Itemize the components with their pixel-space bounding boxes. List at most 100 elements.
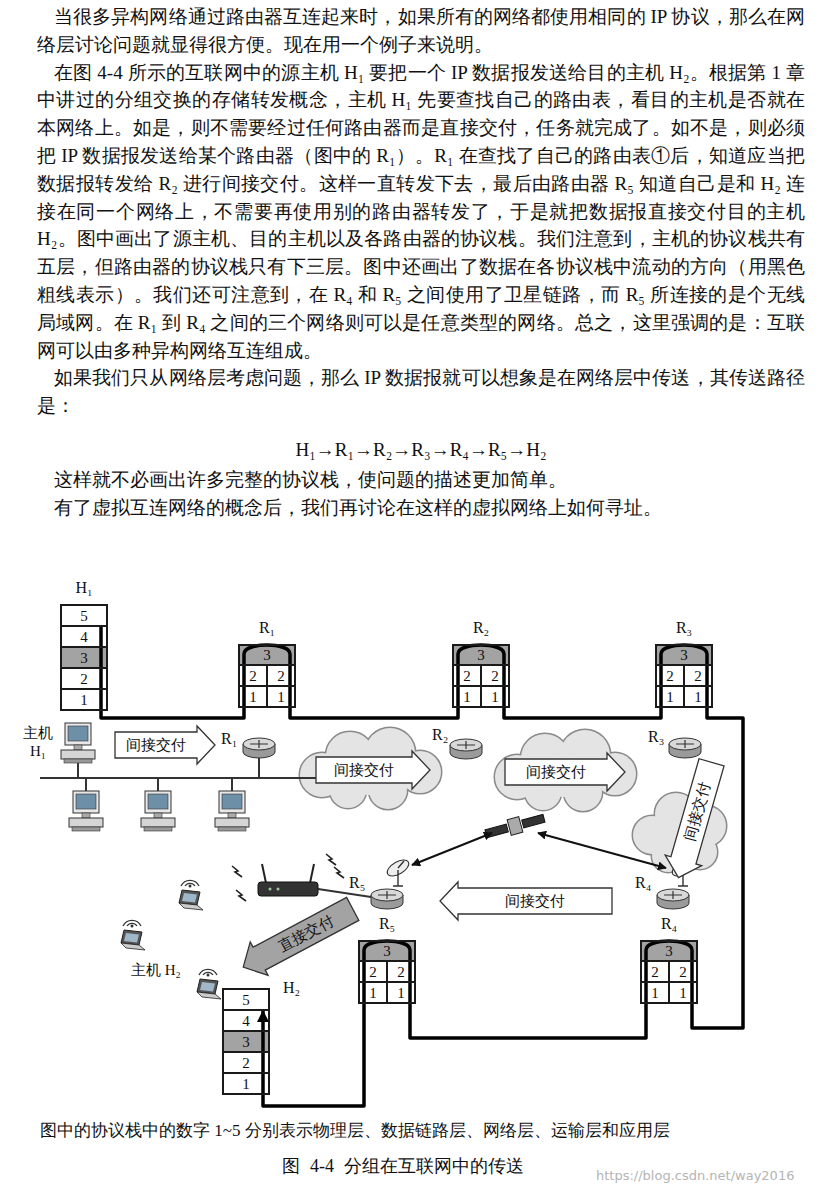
layer-number: 3 <box>80 650 88 666</box>
layer-cell: 1 <box>641 982 669 1003</box>
stack-label: R₃ <box>636 619 732 637</box>
satellite-link <box>412 833 492 865</box>
indirect-delivery-arrow: 间接交付 <box>316 751 430 789</box>
body-paragraph: 在图 4-4 所示的互联网中的源主机 H₁ 要把一个 IP 数据报发送给目的主机… <box>37 59 805 365</box>
wireless-access-point <box>310 864 314 883</box>
cloud-network <box>300 728 726 872</box>
layer-number: 2 <box>397 964 405 980</box>
wireless-signal <box>232 854 344 901</box>
wireless-access-point <box>277 888 280 891</box>
layer-number: 1 <box>651 985 659 1001</box>
router-icon <box>669 738 701 758</box>
body-paragraph: 有了虚拟互连网络的概念后，我们再讨论在这样的虚拟网络上如何寻址。 <box>37 494 805 522</box>
router-icon <box>371 889 403 909</box>
stack-label: R₂ <box>433 619 529 637</box>
arrow-label: 间接交付 <box>334 761 394 779</box>
layer-cell: 1 <box>239 686 267 707</box>
layer-cell: 2 <box>267 665 295 686</box>
data-flow-line <box>290 708 458 718</box>
layer-cell: 2 <box>387 961 415 982</box>
data-flow-line <box>410 1004 646 1038</box>
layer-number: 5 <box>242 992 250 1008</box>
body-paragraph: 这样就不必画出许多完整的协议栈，使问题的描述更加简单。 <box>37 466 805 494</box>
computer-icon <box>61 723 95 763</box>
layer-number: 1 <box>249 689 257 705</box>
indirect-delivery-arrow: 间接交付 <box>505 753 625 791</box>
layer-cell: 2 <box>223 1052 269 1073</box>
layer-cell: 1 <box>656 686 684 707</box>
laptop-icon <box>197 979 221 999</box>
network-layer-cell: 3 <box>641 941 697 961</box>
layer-cell: 2 <box>684 665 712 686</box>
layer-number: 4 <box>80 629 88 645</box>
network-layer-cell: 3 <box>359 941 415 961</box>
layer-number: 3 <box>477 647 485 663</box>
layer-number: 1 <box>666 689 674 705</box>
satellite-icon <box>484 811 546 842</box>
direct-delivery-arrow: 直接交付 <box>234 892 361 984</box>
layer-cell: 2 <box>453 665 481 686</box>
router-icon <box>450 739 482 759</box>
figure-caption: 图 4-4 分组在互联网中的传送 <box>0 1156 806 1178</box>
network-layer-cell: 3 <box>223 1031 269 1052</box>
router-icon <box>657 889 689 909</box>
satellite-dish <box>385 857 412 886</box>
satellite-icon <box>485 824 508 837</box>
stack-label: H₂ <box>283 979 300 997</box>
arrow-label: 间接交付 <box>126 736 186 754</box>
wireless-signal <box>232 866 242 877</box>
wireless-signal <box>326 854 336 865</box>
layer-number: 3 <box>383 943 391 959</box>
layer-number: 2 <box>491 668 499 684</box>
layer-number: 2 <box>242 1055 250 1071</box>
satellite-link <box>412 833 666 868</box>
arrow-shape <box>234 892 361 984</box>
layer-cell: 4 <box>223 1010 269 1031</box>
arrow-shape <box>660 757 730 883</box>
lan-bus <box>77 763 79 778</box>
watermark: https://blog.csdn.net/way2016 <box>596 1168 794 1184</box>
layer-number: 2 <box>666 668 674 684</box>
laptop-icon <box>181 880 199 887</box>
wireless-access-point <box>258 864 371 897</box>
layer-number: 1 <box>463 689 471 705</box>
layer-number: 3 <box>263 647 271 663</box>
layer-number: 1 <box>80 692 88 708</box>
layer-cell: 2 <box>359 961 387 982</box>
layer-number: 1 <box>679 985 687 1001</box>
lan-bus <box>258 758 260 778</box>
layer-number: 4 <box>242 1013 250 1029</box>
computer-icon <box>61 723 249 831</box>
body-paragraph: 当很多异构网络通过路由器互连起来时，如果所有的网络都使用相同的 IP 协议，那么… <box>37 3 805 59</box>
layer-cell: 2 <box>656 665 684 686</box>
arrow-shape <box>440 882 612 920</box>
layer-cell: 1 <box>359 982 387 1003</box>
lan-bus <box>231 778 233 791</box>
host-label: 主机 H₂ <box>131 961 181 979</box>
network-layer-cell: 3 <box>61 647 107 668</box>
router-label: R₃ <box>648 727 664 746</box>
satellite-icon <box>522 814 545 827</box>
body-paragraph: 如果我们只从网络层考虑问题，那么 IP 数据报就可以想象是在网络层中传送，其传送… <box>37 364 805 420</box>
wireless-signal <box>334 867 344 878</box>
layer-cell: 1 <box>267 686 295 707</box>
stack-label: R₅ <box>339 915 435 933</box>
satellite-icon <box>507 817 523 836</box>
laptop-icon <box>121 930 145 950</box>
layer-number: 2 <box>694 668 702 684</box>
laptop-icon <box>123 920 141 927</box>
stack-label: R₄ <box>621 915 717 933</box>
data-flow-line <box>101 626 244 718</box>
layer-cell: 1 <box>223 1073 269 1094</box>
layer-number: 3 <box>242 1034 250 1050</box>
lan-bus <box>85 778 87 791</box>
router-label: R₂ <box>432 725 448 744</box>
layer-number: 1 <box>277 689 285 705</box>
protocol-stack: R₃32211 <box>655 644 713 708</box>
body-text: 当很多异构网络通过路由器互连起来时，如果所有的网络都使用相同的 IP 协议，那么… <box>37 3 805 521</box>
protocol-stack: R₄32211 <box>640 940 698 1004</box>
layer-number: 5 <box>80 608 88 624</box>
layer-number: 1 <box>397 985 405 1001</box>
layer-cell: 1 <box>387 982 415 1003</box>
layer-cell: 2 <box>239 665 267 686</box>
